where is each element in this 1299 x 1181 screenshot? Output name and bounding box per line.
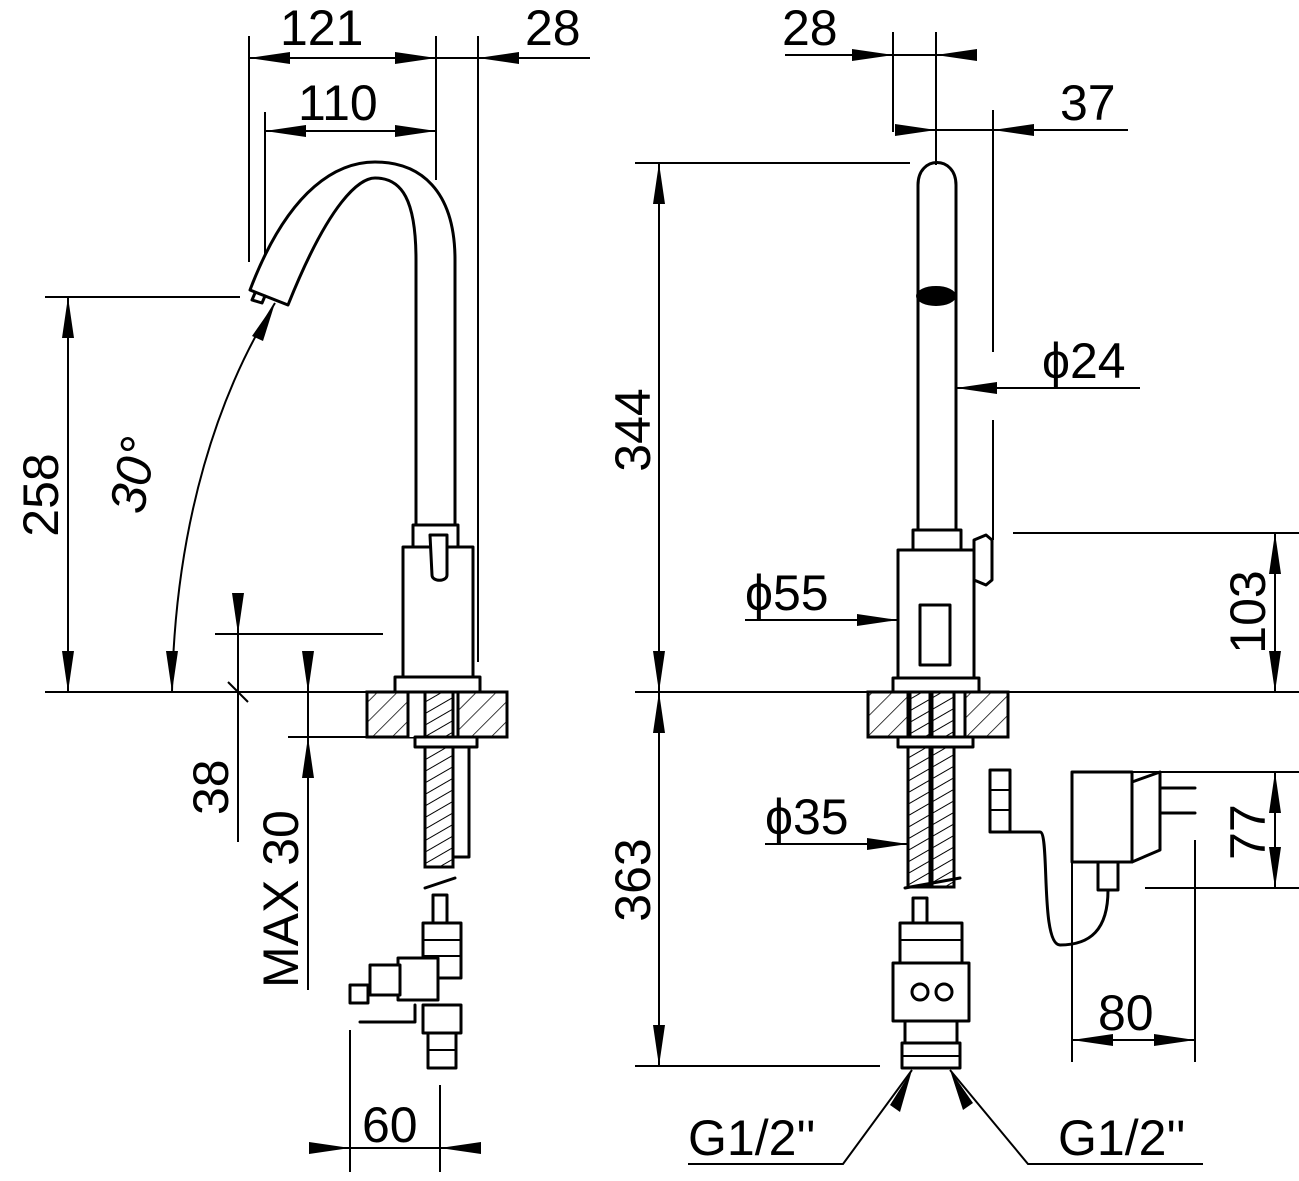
dimension-28-front: 28: [782, 0, 977, 165]
label-110: 110: [298, 75, 378, 131]
label-thread-right: G1/2'': [1058, 1110, 1186, 1166]
label-diameter-24: ϕ24: [1042, 333, 1126, 389]
label-28-side: 28: [525, 0, 581, 56]
label-37: 37: [1060, 75, 1116, 131]
faucet-body-front: [891, 528, 994, 694]
thread-callout-right: G1/2'': [949, 1069, 1203, 1166]
hose-side: [413, 690, 479, 869]
label-30-degrees: 30°: [99, 433, 167, 517]
faucet-body-side: [393, 523, 482, 694]
label-60: 60: [362, 1097, 418, 1153]
label-77: 77: [1220, 804, 1276, 860]
front-view: 28 37 ϕ24 344: [605, 0, 1299, 1166]
dimension-110: 110: [264, 75, 436, 255]
spout-front: [916, 161, 958, 532]
valve-assembly-front: [891, 896, 971, 1070]
side-view: 121 28 110 258 30°: [13, 0, 590, 1172]
dimension-363: 363: [605, 692, 880, 1067]
label-344: 344: [605, 388, 661, 471]
label-121: 121: [280, 0, 363, 56]
dimension-103: 103: [990, 532, 1299, 693]
label-max-30: MAX 30: [253, 810, 309, 988]
valve-assembly-side: [348, 876, 463, 1070]
power-adapter: [988, 768, 1197, 947]
label-80: 80: [1098, 985, 1154, 1041]
label-103: 103: [1220, 570, 1276, 653]
dimension-38: 38: [183, 593, 383, 842]
dimension-diameter-35: ϕ35: [765, 789, 908, 850]
dimension-max-30: MAX 30: [253, 651, 367, 990]
dimension-121: 121 28: [248, 0, 590, 662]
label-28-front: 28: [782, 0, 838, 56]
dimension-diameter-24: ϕ24: [956, 333, 1140, 394]
spout-side: [248, 160, 457, 527]
label-thread-left: G1/2'': [688, 1110, 816, 1166]
thread-callout-left: G1/2'': [688, 1069, 913, 1166]
label-diameter-35: ϕ35: [765, 789, 849, 845]
label-38: 38: [183, 759, 239, 815]
dimension-diameter-55: ϕ55: [745, 565, 898, 626]
dimension-37: 37: [895, 75, 1128, 540]
dimension-77: 77: [1132, 771, 1299, 889]
dimension-60: 60: [309, 1030, 481, 1172]
dimension-344: 344: [605, 162, 910, 693]
dimension-258: 258: [13, 296, 383, 693]
label-363: 363: [605, 838, 661, 921]
label-diameter-55: ϕ55: [745, 565, 829, 621]
angle-30: 30°: [99, 302, 276, 693]
hose-front: [896, 690, 975, 890]
dimension-80: 80: [1071, 840, 1196, 1062]
label-258: 258: [13, 453, 69, 536]
